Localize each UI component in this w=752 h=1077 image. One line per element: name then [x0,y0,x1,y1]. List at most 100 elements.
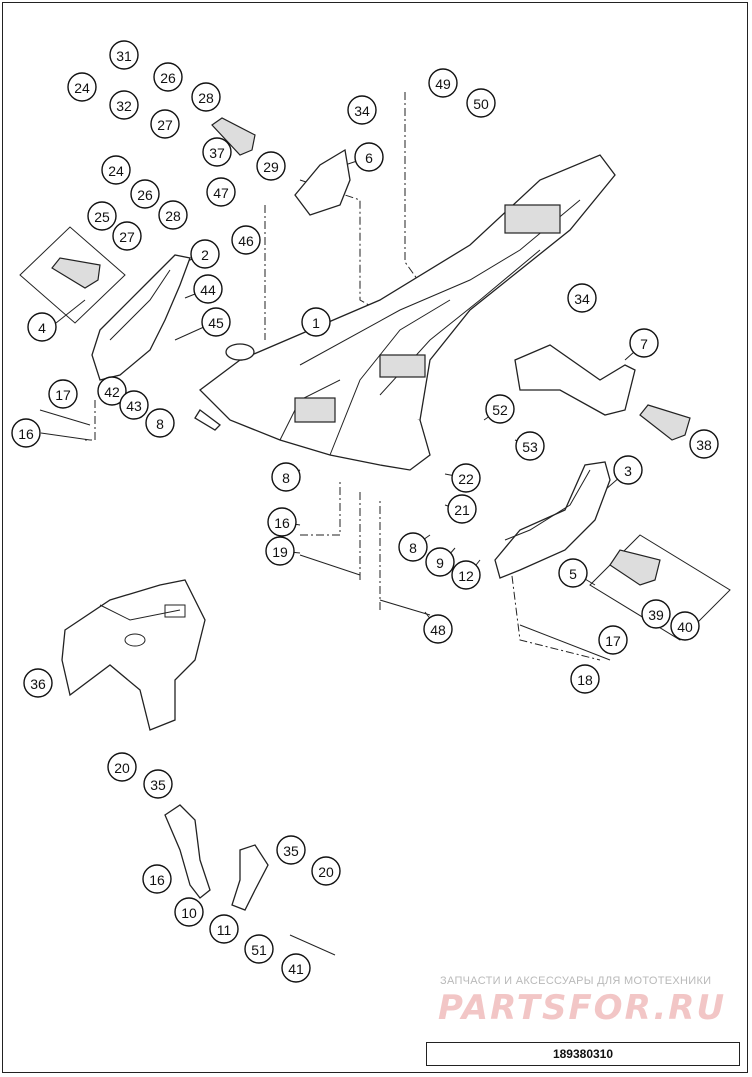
callout-label: 24 [108,163,124,179]
callout-label: 40 [677,619,693,635]
callout-52: 52 [485,394,515,424]
callout-label: 44 [200,282,216,298]
callout-label: 39 [648,607,664,623]
callout-label: 7 [640,336,648,352]
callout-35: 35 [276,835,306,865]
callout-circle [193,274,223,304]
callout-51: 51 [244,934,274,964]
callout-circle [67,72,97,102]
callout-17: 17 [48,379,78,409]
callout-label: 4 [38,320,46,336]
callout-circle [629,328,659,358]
callout-circle [485,394,515,424]
callout-48: 48 [423,614,453,644]
callout-36: 36 [23,668,53,698]
callout-7: 7 [629,328,659,358]
callout-29: 29 [256,151,286,181]
callout-circle [428,68,458,98]
callout-16: 16 [11,418,41,448]
callout-label: 42 [104,384,120,400]
callout-circle [201,307,231,337]
callout-16: 16 [267,507,297,537]
callout-label: 38 [696,437,712,453]
callout-label: 25 [94,209,110,225]
callout-label: 32 [116,98,132,114]
callout-circle [11,418,41,448]
heel-guard-bracket [294,148,351,216]
callout-circle [466,88,496,118]
callout-label: 8 [156,416,164,432]
callout-35: 35 [143,769,173,799]
skid-plate [61,579,206,731]
callout-circle [142,864,172,894]
callout-46: 46 [231,225,261,255]
callout-45: 45 [201,307,231,337]
callout-label: 34 [354,103,370,119]
callout-label: 48 [430,622,446,638]
callout-8: 8 [145,408,175,438]
callout-32: 32 [109,90,139,120]
callout-41: 41 [281,953,311,983]
callout-27: 27 [150,109,180,139]
callout-label: 5 [569,566,577,582]
callout-circle [570,664,600,694]
callout-circle [150,109,180,139]
callout-label: 50 [473,96,489,112]
callout-circle [256,151,286,181]
lower-strut-10 [164,804,211,899]
callout-1: 1 [301,307,331,337]
callout-label: 51 [251,942,267,958]
callout-3: 3 [613,455,643,485]
callout-20: 20 [107,752,137,782]
callout-34: 34 [347,95,377,125]
callout-label: 17 [605,633,621,649]
callout-circle [598,625,628,655]
callout-circle [689,429,719,459]
callout-label: 20 [114,760,130,776]
callout-circle [423,614,453,644]
callout-label: 24 [74,80,90,96]
callout-label: 3 [624,463,632,479]
callout-label: 18 [577,672,593,688]
callout-circle [190,239,220,269]
callout-circle [143,769,173,799]
callout-circle [425,547,455,577]
callout-label: 2 [201,247,209,263]
callout-circle [447,494,477,524]
lower-strut-11 [231,844,269,911]
callout-circle [276,835,306,865]
watermark-caption: ЗАПЧАСТИ И АКСЕССУАРЫ ДЛЯ МОТОТЕХНИКИ [440,975,712,987]
footpeg-37 [211,117,256,156]
callout-circle [153,62,183,92]
callout-26: 26 [153,62,183,92]
callout-circle [311,856,341,886]
callout-circle [87,201,117,231]
callout-27: 27 [112,221,142,251]
callout-label: 31 [116,48,132,64]
callout-24: 24 [101,155,131,185]
callout-label: 26 [137,187,153,203]
callout-label: 1 [312,315,320,331]
callout-11: 11 [209,914,239,944]
callout-4: 4 [27,312,57,342]
callout-label: 41 [288,961,304,977]
callout-28: 28 [158,200,188,230]
callout-circle [231,225,261,255]
callout-label: 16 [149,872,165,888]
callout-label: 36 [30,676,46,692]
callout-40: 40 [670,611,700,641]
callout-circle [109,90,139,120]
right-heel-bracket [514,344,636,416]
callout-12: 12 [451,560,481,590]
callout-circle [354,142,384,172]
callout-53: 53 [515,431,545,461]
callout-circle [158,200,188,230]
callout-37: 37 [202,137,232,167]
callout-label: 35 [283,843,299,859]
callout-6: 6 [354,142,384,172]
callout-circle [112,221,142,251]
callout-label: 8 [409,540,417,556]
callout-circle [301,307,331,337]
callout-24: 24 [67,72,97,102]
